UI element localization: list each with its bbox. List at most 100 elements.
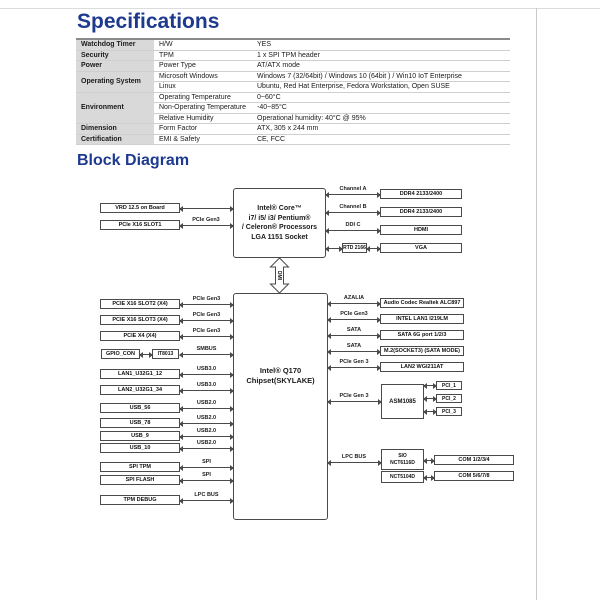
diagram-box: PCIe X16 SLOT1 bbox=[100, 220, 180, 230]
category-cell: Power bbox=[76, 60, 154, 72]
value-cell: Windows 7 (32/64bit) / Windows 10 (64bit… bbox=[252, 71, 510, 82]
diagram-box: LAN2 WGI211AT bbox=[380, 362, 464, 372]
bus-arrow bbox=[423, 408, 437, 415]
bus-label: USB2.0 bbox=[196, 440, 217, 446]
diagram-box: LAN2_U32G1_34 bbox=[100, 385, 180, 395]
bus-arrow bbox=[327, 364, 381, 371]
sub-item-cell: EMI & Safety bbox=[154, 134, 252, 145]
bus-arrow bbox=[325, 209, 381, 216]
bus-label: USB2.0 bbox=[196, 400, 217, 406]
diagram-box: IT8013 bbox=[152, 349, 179, 359]
diagram-box: INTEL LAN1 I219LM bbox=[380, 314, 464, 324]
bus-arrow bbox=[179, 222, 234, 229]
table-row: Non-Operating Temperature-40~85°C bbox=[76, 102, 510, 114]
bus-label: SPI bbox=[202, 459, 211, 465]
bus-arrow bbox=[179, 387, 234, 394]
bus-label: SATA bbox=[346, 343, 362, 349]
diagram-box: PCIE X4 (X4) bbox=[100, 331, 180, 341]
value-cell: 0~60°C bbox=[252, 92, 510, 103]
dmi-arrow-icon: DMI bbox=[269, 257, 290, 294]
diagram-box: LAN1_U32G1_12 bbox=[100, 369, 180, 379]
category-cell: Dimension bbox=[76, 123, 154, 135]
sub-item-cell: Relative Humidity bbox=[154, 113, 252, 124]
bus-arrow bbox=[325, 191, 381, 198]
bus-label: PCIe Gen 3 bbox=[339, 359, 369, 365]
dmi-label: DMI bbox=[276, 271, 282, 281]
category-cell: Watchdog Timer bbox=[76, 39, 154, 51]
bus-label: AZALIA bbox=[343, 295, 365, 301]
bus-arrow bbox=[327, 316, 381, 323]
sub-item-cell: Form Factor bbox=[154, 123, 252, 135]
diagram-box: NCT5104D bbox=[381, 471, 424, 483]
value-cell: AT/ATX mode bbox=[252, 60, 510, 72]
sub-item-cell: Linux bbox=[154, 81, 252, 93]
sub-item-cell: Microsoft Windows bbox=[154, 71, 252, 82]
diagram-box: PCI_3 bbox=[436, 407, 462, 416]
bus-arrow bbox=[179, 351, 234, 358]
bus-arrow bbox=[179, 317, 234, 324]
diagram-box: SATA 6G port 1/2/3 bbox=[380, 330, 464, 340]
bus-arrow bbox=[179, 301, 234, 308]
bus-label: PCIe Gen3 bbox=[192, 296, 221, 302]
diagram-box: COM 1/2/3/4 bbox=[434, 455, 514, 465]
bus-arrow bbox=[327, 332, 381, 339]
diagram-box: PCIE X16 SLOT3 (X4) bbox=[100, 315, 180, 325]
category-cell: Security bbox=[76, 50, 154, 61]
bus-arrow bbox=[423, 382, 437, 389]
bus-arrow bbox=[327, 459, 382, 466]
diagram-box: DDR4 2133/2400 bbox=[380, 207, 462, 217]
sub-item-cell: TPM bbox=[154, 50, 252, 61]
value-cell: Operational humidity: 40°C @ 95% bbox=[252, 113, 510, 124]
diagram-box: PCIE X16 SLOT2 (X4) bbox=[100, 299, 180, 309]
bus-arrow bbox=[325, 245, 343, 252]
diagram-box: GPIO_CON bbox=[101, 349, 140, 359]
diagram-box: VRD 12.5 on Board bbox=[100, 203, 180, 213]
bus-label: PCIe Gen3 bbox=[340, 311, 368, 317]
bus-label: LPC BUS bbox=[194, 492, 219, 498]
category-cell: Certification bbox=[76, 134, 154, 145]
value-cell: YES bbox=[252, 39, 510, 51]
bus-label: SATA bbox=[346, 327, 362, 333]
diagram-box: SPI FLASH bbox=[100, 475, 180, 485]
bus-label: USB2.0 bbox=[196, 415, 217, 421]
bus-arrow bbox=[423, 395, 437, 402]
bus-label: DDI C bbox=[345, 222, 361, 228]
bus-arrow bbox=[179, 420, 234, 427]
bus-label: PCIe Gen3 bbox=[192, 217, 220, 223]
bus-label: SMBUS bbox=[196, 346, 217, 352]
diagram-box: TPM DEBUG bbox=[100, 495, 180, 505]
bus-label: SPI bbox=[202, 472, 211, 478]
diagram-box: SPI TPM bbox=[100, 462, 180, 472]
bus-arrow bbox=[179, 205, 234, 212]
bus-arrow bbox=[179, 445, 234, 452]
diagram-box: M.2(SOCKET3) (SATA MODE) bbox=[380, 346, 464, 356]
sub-item-cell: H/W bbox=[154, 39, 252, 51]
sub-item-cell: Operating Temperature bbox=[154, 92, 252, 103]
diagram-box: ASM1085 bbox=[381, 384, 424, 419]
diagram-box: USB_9 bbox=[100, 431, 180, 441]
diagram-box: Audio Codec Realtek ALC897 bbox=[380, 298, 464, 308]
diagram-box: PCI_2 bbox=[436, 394, 462, 403]
page-top-rule bbox=[0, 8, 600, 9]
sub-item-cell: Power Type bbox=[154, 60, 252, 72]
bus-label: LPC BUS bbox=[341, 454, 367, 460]
bus-arrow bbox=[179, 433, 234, 440]
bus-label: PCIe Gen3 bbox=[192, 328, 221, 334]
bus-label: Channel A bbox=[339, 186, 367, 192]
bus-arrow bbox=[179, 477, 234, 484]
sub-item-cell: Non-Operating Temperature bbox=[154, 102, 252, 114]
diagram-box: PCI_1 bbox=[436, 381, 462, 390]
value-cell: 1 x SPI TPM header bbox=[252, 50, 510, 61]
bus-label: PCIe Gen3 bbox=[192, 312, 221, 318]
diagram-box: USB_78 bbox=[100, 418, 180, 428]
bus-label: USB3.0 bbox=[196, 382, 217, 388]
